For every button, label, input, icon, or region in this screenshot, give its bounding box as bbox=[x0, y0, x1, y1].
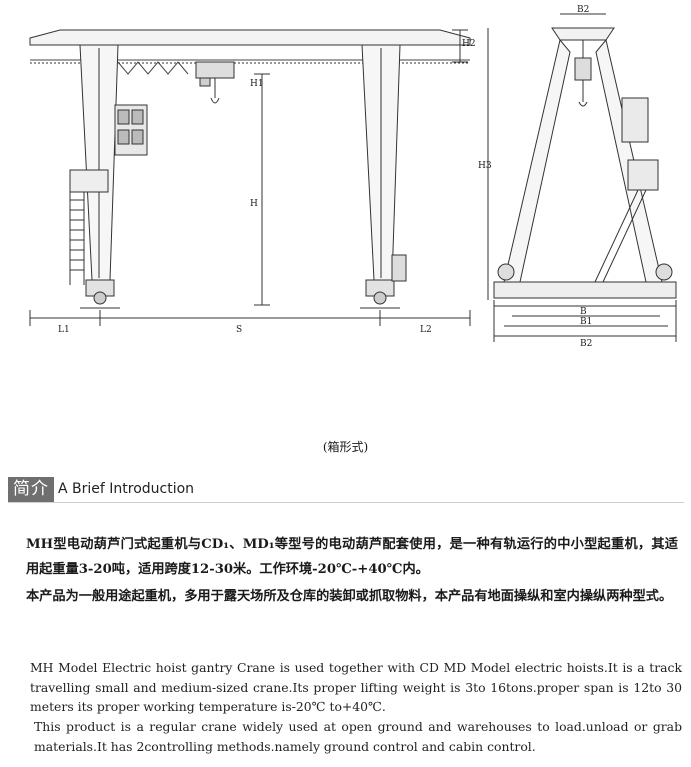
section-title-cn: 简介 bbox=[8, 476, 54, 502]
intro-en-paragraph-1: MH Model Electric hoist gantry Crane is … bbox=[30, 660, 682, 714]
dim-label-h2: H2 bbox=[462, 39, 476, 49]
dim-label-h: H bbox=[250, 199, 258, 209]
intro-en-paragraph-2: This product is a regular crane widely u… bbox=[34, 719, 682, 754]
dim-label-b: B bbox=[580, 307, 587, 317]
intro-cn-paragraph-1: MH型电动葫芦门式起重机与CD₁、MD₁等型号的电动葫芦配套使用，是一种有轨运行… bbox=[26, 537, 678, 577]
dim-label-h1: H1 bbox=[250, 79, 264, 89]
gantry-crane-drawing: L1 S L2 H H1 H2 B2 H3 B B1 B2 bbox=[29, 5, 677, 349]
section-title-en: A Brief Introduction bbox=[58, 481, 195, 497]
dim-label-l1: L1 bbox=[58, 325, 70, 335]
dim-label-b1: B1 bbox=[580, 317, 592, 327]
figure-caption: (箱形式) bbox=[322, 440, 369, 454]
dim-label-l2: L2 bbox=[420, 325, 432, 335]
side-dimension-labels: B2 H3 B B1 B2 bbox=[478, 5, 592, 349]
side-view bbox=[487, 13, 677, 342]
front-dimension-labels: L1 S L2 H H1 H2 bbox=[58, 39, 476, 335]
intro-cn-paragraph-2: 本产品为一般用途起重机，多用于露天场所及仓库的装卸或抓取物料，本产品有地面操纵和… bbox=[26, 589, 673, 604]
dim-label-s: S bbox=[236, 325, 242, 335]
dim-label-h3: H3 bbox=[478, 161, 492, 171]
dim-label-b2: B2 bbox=[580, 339, 592, 349]
section-heading: 简介 A Brief Introduction bbox=[8, 476, 194, 502]
section-divider bbox=[8, 502, 684, 503]
dim-label-b2-top: B2 bbox=[577, 5, 589, 15]
front-view bbox=[29, 29, 471, 326]
